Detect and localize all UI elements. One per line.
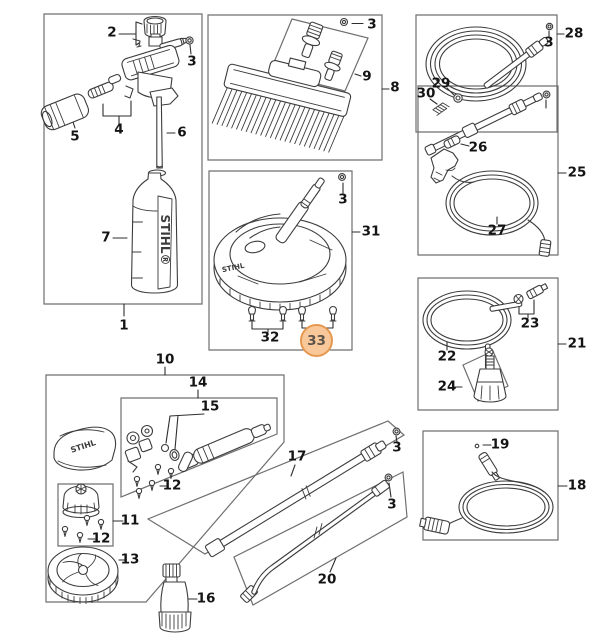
screws-12-upper	[134, 464, 173, 498]
part-label-2: 2	[107, 24, 117, 41]
coupling-set-drawing	[292, 19, 352, 83]
rotary-brush-set-drawing: STIHL	[48, 419, 273, 632]
highlighted-part-33[interactable]: 33	[300, 324, 333, 357]
part-label-4: 4	[114, 121, 124, 138]
part-label-32: 32	[260, 329, 280, 346]
bent-wand-drawing	[240, 474, 392, 603]
part-label-3-d: 3	[392, 439, 402, 456]
nozzle-32-a	[249, 307, 256, 321]
part-label-26: 26	[468, 139, 488, 156]
suction-set-drawing	[423, 282, 548, 402]
part-label-12-b: 12	[91, 530, 111, 547]
part-label-5: 5	[70, 128, 80, 145]
extension-lance-and-hose-drawing	[424, 91, 551, 257]
group-label-21: 21	[567, 335, 587, 352]
group-label-1: 1	[119, 317, 129, 334]
group-box-28	[416, 15, 557, 132]
part-label-3-f: 3	[544, 34, 554, 51]
group-boxes	[44, 14, 558, 605]
group-box-11	[58, 484, 113, 546]
part-label-3-a: 3	[187, 53, 197, 70]
part-label-3-c: 3	[338, 191, 348, 208]
group-label-17: 17	[287, 448, 307, 465]
bottle-logo-text: STIHL®	[158, 215, 172, 266]
part-label-11: 11	[120, 512, 140, 529]
nozzle-32-b	[280, 307, 287, 321]
pointer-lines	[73, 22, 567, 599]
part-label-9: 9	[362, 68, 372, 85]
group-box-1	[44, 14, 202, 304]
part-label-24: 24	[437, 378, 457, 395]
part-label-12-a: 12	[162, 477, 182, 494]
coiled-hose-28-drawing	[426, 23, 553, 115]
part-label-23: 23	[520, 315, 540, 332]
part-label-3-e: 3	[387, 496, 397, 513]
screws-12-lower	[62, 515, 103, 542]
part-label-19: 19	[490, 436, 510, 453]
foam-nozzle-assembly-drawing: STIHL®	[39, 17, 193, 294]
part-label-3-b: 3	[367, 16, 377, 33]
part-label-16: 16	[196, 590, 216, 607]
part-label-29: 29	[431, 75, 451, 92]
group-label-20: 20	[317, 571, 337, 588]
part-label-30: 30	[416, 85, 436, 102]
group-box-8	[208, 15, 382, 160]
part-label-33: 33	[307, 332, 326, 349]
part-label-27: 27	[487, 222, 507, 239]
group-label-31: 31	[361, 223, 381, 240]
group-label-8: 8	[390, 79, 400, 96]
drain-hose-drawing	[419, 444, 553, 534]
part-label-22: 22	[437, 348, 457, 365]
surface-cleaner-drawing: STIHL	[214, 174, 346, 321]
group-box-10	[46, 375, 284, 602]
nozzle-33-b	[330, 307, 337, 321]
wash-brush-drawing	[212, 44, 356, 155]
group-label-18: 18	[567, 477, 587, 494]
group-label-10: 10	[155, 351, 175, 368]
group-box-14	[121, 398, 277, 497]
part-label-13: 13	[120, 551, 140, 568]
group-box-9-inner	[270, 19, 368, 91]
lance-17-drawing	[205, 428, 400, 557]
part-label-6: 6	[177, 124, 187, 141]
part-label-15: 15	[200, 398, 220, 415]
group-label-14: 14	[188, 374, 208, 391]
part-label-7: 7	[101, 229, 111, 246]
group-box-24-inner	[463, 351, 508, 401]
nozzle-33-a	[299, 307, 306, 321]
group-box-17	[148, 421, 404, 554]
group-label-28: 28	[564, 25, 584, 42]
group-label-25: 25	[567, 164, 587, 181]
group-box-31	[209, 171, 352, 350]
